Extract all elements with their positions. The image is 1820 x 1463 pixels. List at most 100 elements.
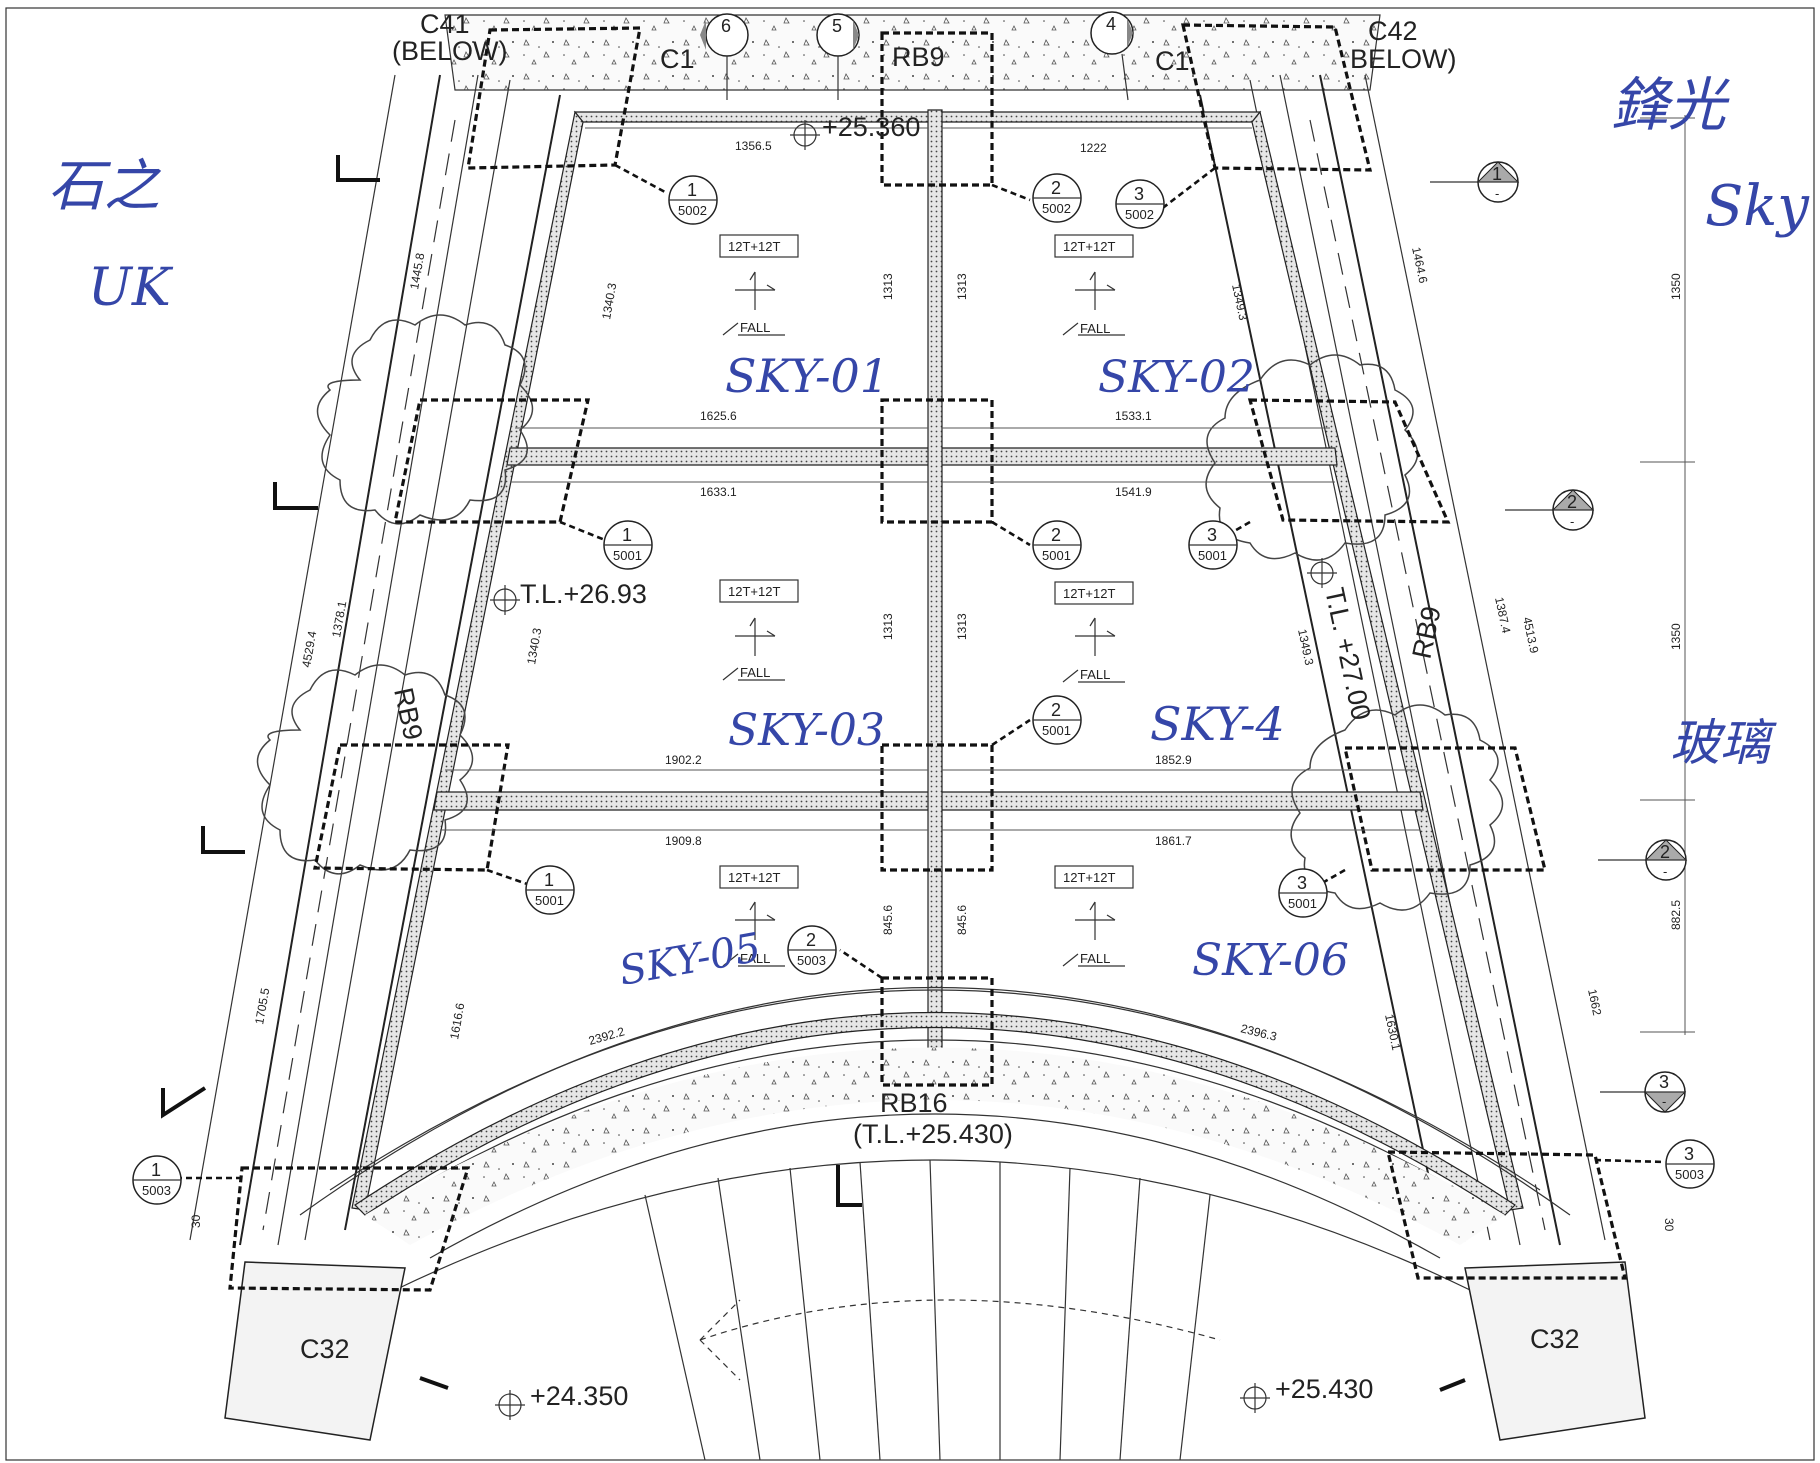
section-marker-2-lower: 2 - (1598, 839, 1688, 881)
bottom-right-level: +25.430 (1275, 1374, 1373, 1404)
svg-text:5001: 5001 (613, 548, 642, 563)
fall-label-1: FALL (740, 320, 770, 335)
sheet-frame (5, 7, 1815, 1461)
hand-sky-4: SKY-4 (1150, 697, 1285, 751)
fall-arrows (735, 271, 1116, 940)
elev-5-number: 5 (832, 16, 842, 36)
dimension-lines (440, 115, 1695, 1035)
svg-text:3: 3 (1297, 873, 1307, 893)
fall-label-6: FALL (1080, 951, 1110, 966)
dim-30-left: 30 (189, 1214, 203, 1228)
dim-1541: 1541.9 (1115, 485, 1152, 499)
dim-1533: 1533.1 (1115, 409, 1152, 423)
dim-1861: 1861.7 (1155, 834, 1192, 848)
hand-note-right-top: 鋒光 (1610, 71, 1730, 139)
callout-2-5001-middle: 2 5001 (1032, 695, 1082, 745)
section-1-number: 1 (1492, 164, 1502, 184)
c42-sub-label: BELOW) (1350, 44, 1457, 74)
panel-tag-3: 12T+12T (728, 584, 780, 599)
dim-1852: 1852.9 (1155, 753, 1192, 767)
svg-text:5001: 5001 (535, 893, 564, 908)
dim-1616: 1616.6 (447, 1002, 467, 1041)
svg-text:5001: 5001 (1042, 548, 1071, 563)
callout-1-5001-lower: 1 5001 (525, 865, 575, 915)
svg-text:1: 1 (151, 1160, 161, 1180)
dim-845-b: 845.6 (955, 905, 969, 935)
dim-1350-a: 1350 (1669, 273, 1683, 300)
hand-note-left-bottom: UK (88, 258, 174, 318)
fall-label-5: FALL (740, 951, 770, 966)
callout-1-5003: 1 5003 (132, 1155, 182, 1205)
panel-tag-2: 12T+12T (1063, 239, 1115, 254)
c32-columns (224, 1261, 1646, 1441)
callout-3-5001-upper: 3 5001 (1188, 520, 1238, 570)
c32-right-label: C32 (1530, 1324, 1580, 1354)
svg-text:2: 2 (1051, 525, 1061, 545)
callout-1-5002: 1 5002 (668, 175, 718, 225)
dim-1909: 1909.8 (665, 834, 702, 848)
dim-1705: 1705.5 (252, 987, 272, 1026)
hand-note-right-low: 玻璃 (1670, 714, 1777, 772)
hand-sky-01: SKY-01 (725, 349, 889, 403)
dim-1313-d: 1313 (955, 613, 969, 640)
c42-label: C42 (1368, 16, 1418, 46)
fall-labels: FALL FALL FALL FALL FALL FALL (722, 320, 1125, 967)
dim-1902: 1902.2 (665, 753, 702, 767)
elevation-marker-6: 6 (700, 13, 749, 100)
stair-treads (644, 1159, 1221, 1461)
dim-1340-b: 1340.3 (524, 627, 544, 666)
dim-1313-b: 1313 (955, 273, 969, 300)
svg-text:5002: 5002 (1042, 201, 1071, 216)
section-marker-1: 1 - (1430, 161, 1520, 203)
dim-1662: 1662 (1585, 988, 1604, 1017)
panel-tags: 12T+12T 12T+12T 12T+12T 12T+12T 12T+12T … (719, 234, 1134, 889)
section-marker-2-upper: 2 - (1505, 489, 1595, 531)
dim-4513: 4513.9 (1520, 616, 1541, 655)
dim-1313-a: 1313 (881, 273, 895, 300)
c41-sub-label: (BELOW) (392, 36, 508, 66)
svg-text:1: 1 (687, 180, 697, 200)
elevation-marker-5: 5 (816, 13, 860, 100)
rb9-right-label: RB9 (1407, 604, 1447, 662)
hand-sky-05: SKY-05 (616, 925, 764, 995)
section-2-lower-sheet: - (1663, 864, 1667, 879)
hand-sky-03: SKY-03 (728, 705, 885, 756)
dim-1445: 1445.8 (407, 252, 427, 291)
callout-1-5001-upper: 1 5001 (603, 520, 653, 570)
top-slab (444, 14, 1381, 91)
dim-1222: 1222 (1080, 141, 1107, 155)
dim-882: 882.5 (1669, 900, 1683, 930)
datum-symbols (490, 120, 1337, 1420)
svg-text:5001: 5001 (1042, 723, 1071, 738)
curved-walls (299, 987, 1571, 1291)
cut-marks (161, 155, 1466, 1392)
bottom-left-level: +24.350 (530, 1381, 628, 1411)
fall-label-3: FALL (740, 665, 770, 680)
dim-1387: 1387.4 (1492, 596, 1513, 635)
svg-text:1: 1 (544, 870, 554, 890)
svg-text:3: 3 (1684, 1144, 1694, 1164)
curved-slab (365, 1047, 1505, 1245)
hand-note-left-top: 石之 (48, 154, 162, 219)
section-marker-3: 3 - (1600, 1071, 1687, 1113)
c1-left-label: C1 (660, 44, 695, 74)
callout-2-5003: 2 5003 (787, 925, 837, 975)
rb16-label: RB16 (880, 1088, 948, 1118)
left-tl-label: T.L.+26.93 (520, 579, 647, 609)
top-level-label: +25.360 (822, 112, 920, 142)
fall-label-4: FALL (1080, 667, 1110, 682)
section-2-upper-number: 2 (1567, 492, 1577, 512)
svg-text:5002: 5002 (1125, 207, 1154, 222)
callout-2-5002: 2 5002 (1032, 173, 1082, 223)
c41-label: C41 (420, 9, 470, 39)
dim-1313-c: 1313 (881, 613, 895, 640)
elevation-marker-4: 4 (1090, 11, 1134, 101)
rb9-top-label: RB9 (892, 42, 945, 72)
vertical-dimensions: 1313 1313 1313 1313 845.6 845.6 1445.8 1… (189, 246, 1683, 1232)
fall-label-2: FALL (1080, 321, 1110, 336)
left-edge-lines (189, 74, 561, 1246)
dim-1625: 1625.6 (700, 409, 737, 423)
dim-1350-b: 1350 (1669, 623, 1683, 650)
section-2-upper-sheet: - (1570, 514, 1574, 529)
